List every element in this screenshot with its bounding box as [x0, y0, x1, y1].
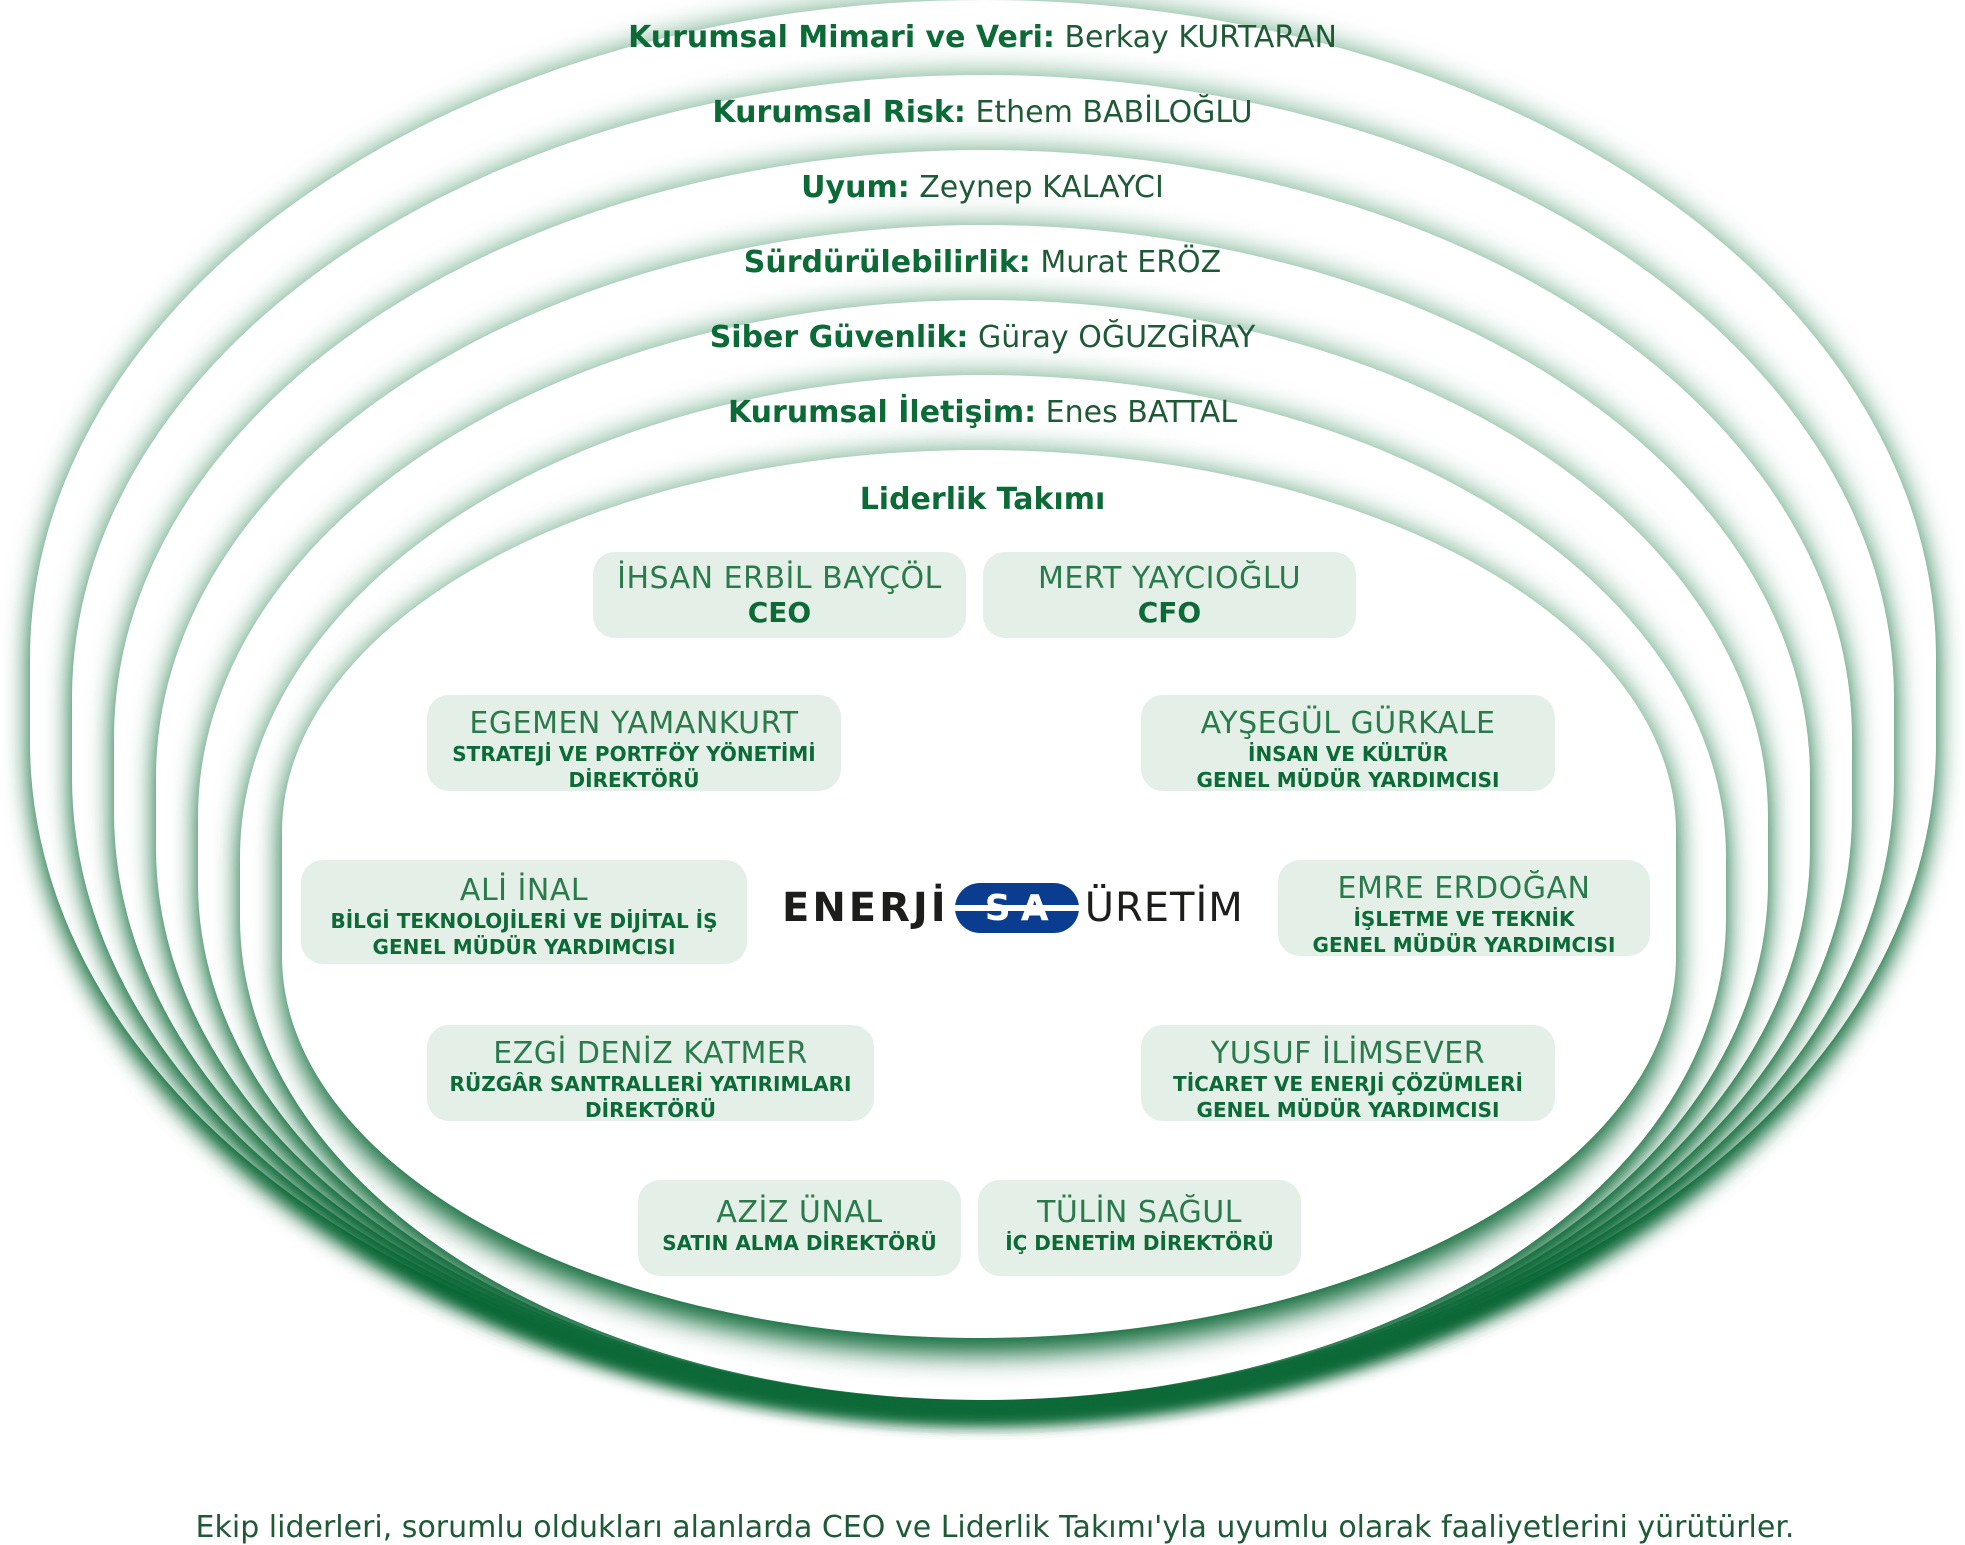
member-role-line2: GENEL MÜDÜR YARDIMCISI [1312, 933, 1616, 957]
member-name: ALİ İNAL [459, 873, 589, 908]
member-card-audit: TÜLİN SAĞUL İÇ DENETİM DİREKTÖRÜ [978, 1180, 1301, 1276]
member-role-line2: GENEL MÜDÜR YARDIMCISI [372, 935, 676, 959]
member-name: YUSUF İLİMSEVER [1210, 1036, 1486, 1071]
member-role: STRATEJİ VE PORTFÖY YÖNETİMİ [452, 742, 816, 766]
member-card-procurement: AZİZ ÜNAL SATIN ALMA DİREKTÖRÜ [638, 1180, 961, 1276]
band-label-cyber-security: Siber Güvenlik: Güray OĞUZGİRAY [709, 320, 1256, 355]
member-role-line2: DİREKTÖRÜ [585, 1098, 716, 1122]
member-role-line2: GENEL MÜDÜR YARDIMCISI [1196, 768, 1500, 792]
member-name: MERT YAYCIOĞLU [1037, 561, 1302, 596]
member-role: İÇ DENETİM DİREKTÖRÜ [1005, 1231, 1274, 1255]
member-card-people-culture: AYŞEGÜL GÜRKALE İNSAN VE KÜLTÜR GENEL MÜ… [1141, 695, 1555, 792]
member-role-line2: DİREKTÖRÜ [568, 768, 700, 792]
footer-note: Ekip liderleri, sorumlu oldukları alanla… [195, 1510, 1795, 1545]
member-card-it: ALİ İNAL BİLGİ TEKNOLOJİLERİ VE DİJİTAL … [301, 860, 747, 964]
member-name: EMRE ERDOĞAN [1337, 871, 1591, 906]
band-label-risk: Kurumsal Risk: Ethem BABİLOĞLU [712, 95, 1253, 130]
member-card-wind: EZGİ DENİZ KATMER RÜZGÂR SANTRALLERİ YAT… [427, 1025, 874, 1122]
member-name: EZGİ DENİZ KATMER [493, 1036, 808, 1071]
member-role: BİLGİ TEKNOLOJİLERİ VE DİJİTAL İŞ [330, 909, 718, 933]
member-name: İHSAN ERBİL BAYÇÖL [617, 561, 942, 596]
member-role: SATIN ALMA DİREKTÖRÜ [662, 1231, 937, 1255]
member-card-operations: EMRE ERDOĞAN İŞLETME VE TEKNİK GENEL MÜD… [1278, 860, 1650, 957]
band-label-architecture: Kurumsal Mimari ve Veri: Berkay KURTARAN [628, 20, 1337, 55]
member-role: İNSAN VE KÜLTÜR [1248, 742, 1448, 766]
band-label-sustainability: Sürdürülebilirlik: Murat ERÖZ [743, 245, 1222, 280]
member-name: EGEMEN YAMANKURT [469, 706, 799, 741]
member-role: RÜZGÂR SANTRALLERİ YATIRIMLARI [449, 1072, 852, 1096]
member-name: AZİZ ÜNAL [716, 1195, 883, 1230]
member-name: TÜLİN SAĞUL [1037, 1195, 1242, 1230]
member-name: AYŞEGÜL GÜRKALE [1200, 706, 1496, 741]
member-role: CFO [1137, 596, 1202, 629]
member-role: CEO [747, 596, 812, 629]
band-label-compliance: Uyum: Zeynep KALAYCI [801, 170, 1164, 205]
member-card-ceo: İHSAN ERBİL BAYÇÖL CEO [593, 552, 966, 638]
member-role-line2: GENEL MÜDÜR YARDIMCISI [1196, 1098, 1500, 1122]
member-card-trading: YUSUF İLİMSEVER TİCARET VE ENERJİ ÇÖZÜML… [1141, 1025, 1555, 1122]
band-label-communications: Kurumsal İletişim: Enes BATTAL [727, 395, 1238, 430]
member-card-strategy: EGEMEN YAMANKURT STRATEJİ VE PORTFÖY YÖN… [427, 695, 841, 792]
leadership-title: Liderlik Takımı [859, 482, 1106, 517]
member-card-cfo: MERT YAYCIOĞLU CFO [983, 552, 1356, 638]
member-role: İŞLETME VE TEKNİK [1353, 907, 1575, 931]
member-role: TİCARET VE ENERJİ ÇÖZÜMLERİ [1173, 1072, 1523, 1096]
